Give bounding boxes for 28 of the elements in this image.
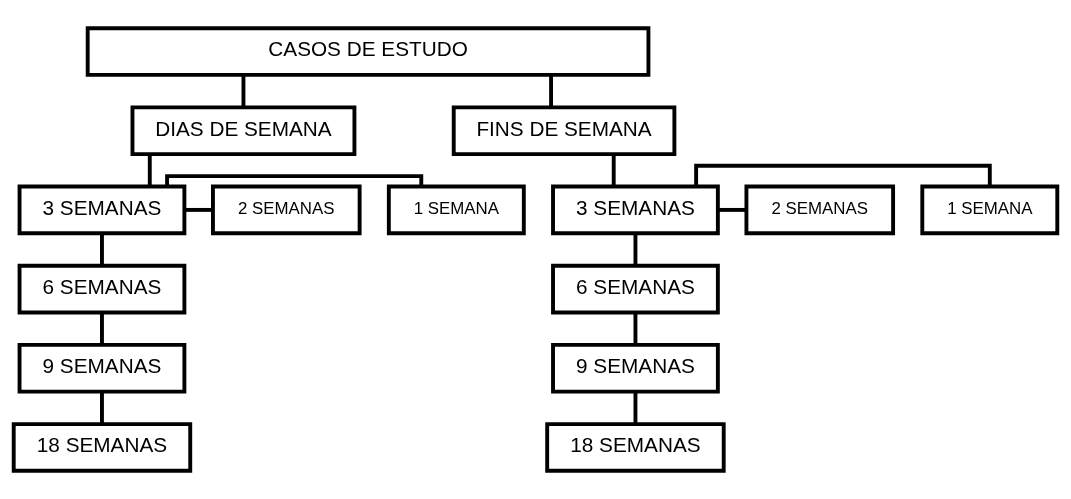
node-box: 2 SEMANAS <box>744 184 896 236</box>
node-box: 2 SEMANAS <box>211 184 362 236</box>
connector <box>633 312 638 345</box>
connector <box>549 75 554 107</box>
node-box: FINS DE SEMANA <box>451 105 677 157</box>
node-box: 1 SEMANA <box>386 184 526 236</box>
node-box: 6 SEMANAS <box>17 263 187 315</box>
node-box: 3 SEMANAS <box>551 184 720 236</box>
node-box: 18 SEMANAS <box>545 422 726 473</box>
connector <box>633 392 638 424</box>
connector <box>100 312 104 345</box>
connector <box>241 75 246 107</box>
node-box: 9 SEMANAS <box>17 342 187 394</box>
connector <box>633 233 638 266</box>
node-box: CASOS DE ESTUDO <box>85 26 651 77</box>
connector <box>184 207 213 212</box>
connector <box>165 174 424 187</box>
node-box: 9 SEMANAS <box>551 342 720 394</box>
node-box: DIAS DE SEMANA <box>130 105 357 157</box>
node-box: 3 SEMANAS <box>17 184 187 236</box>
connector <box>147 154 152 187</box>
connector <box>611 154 616 187</box>
node-box: 1 SEMANA <box>920 184 1060 236</box>
node-box: 18 SEMANAS <box>11 422 193 473</box>
connector <box>100 392 104 424</box>
connector <box>100 233 104 266</box>
connector <box>717 207 747 212</box>
node-box: 6 SEMANAS <box>551 263 720 315</box>
